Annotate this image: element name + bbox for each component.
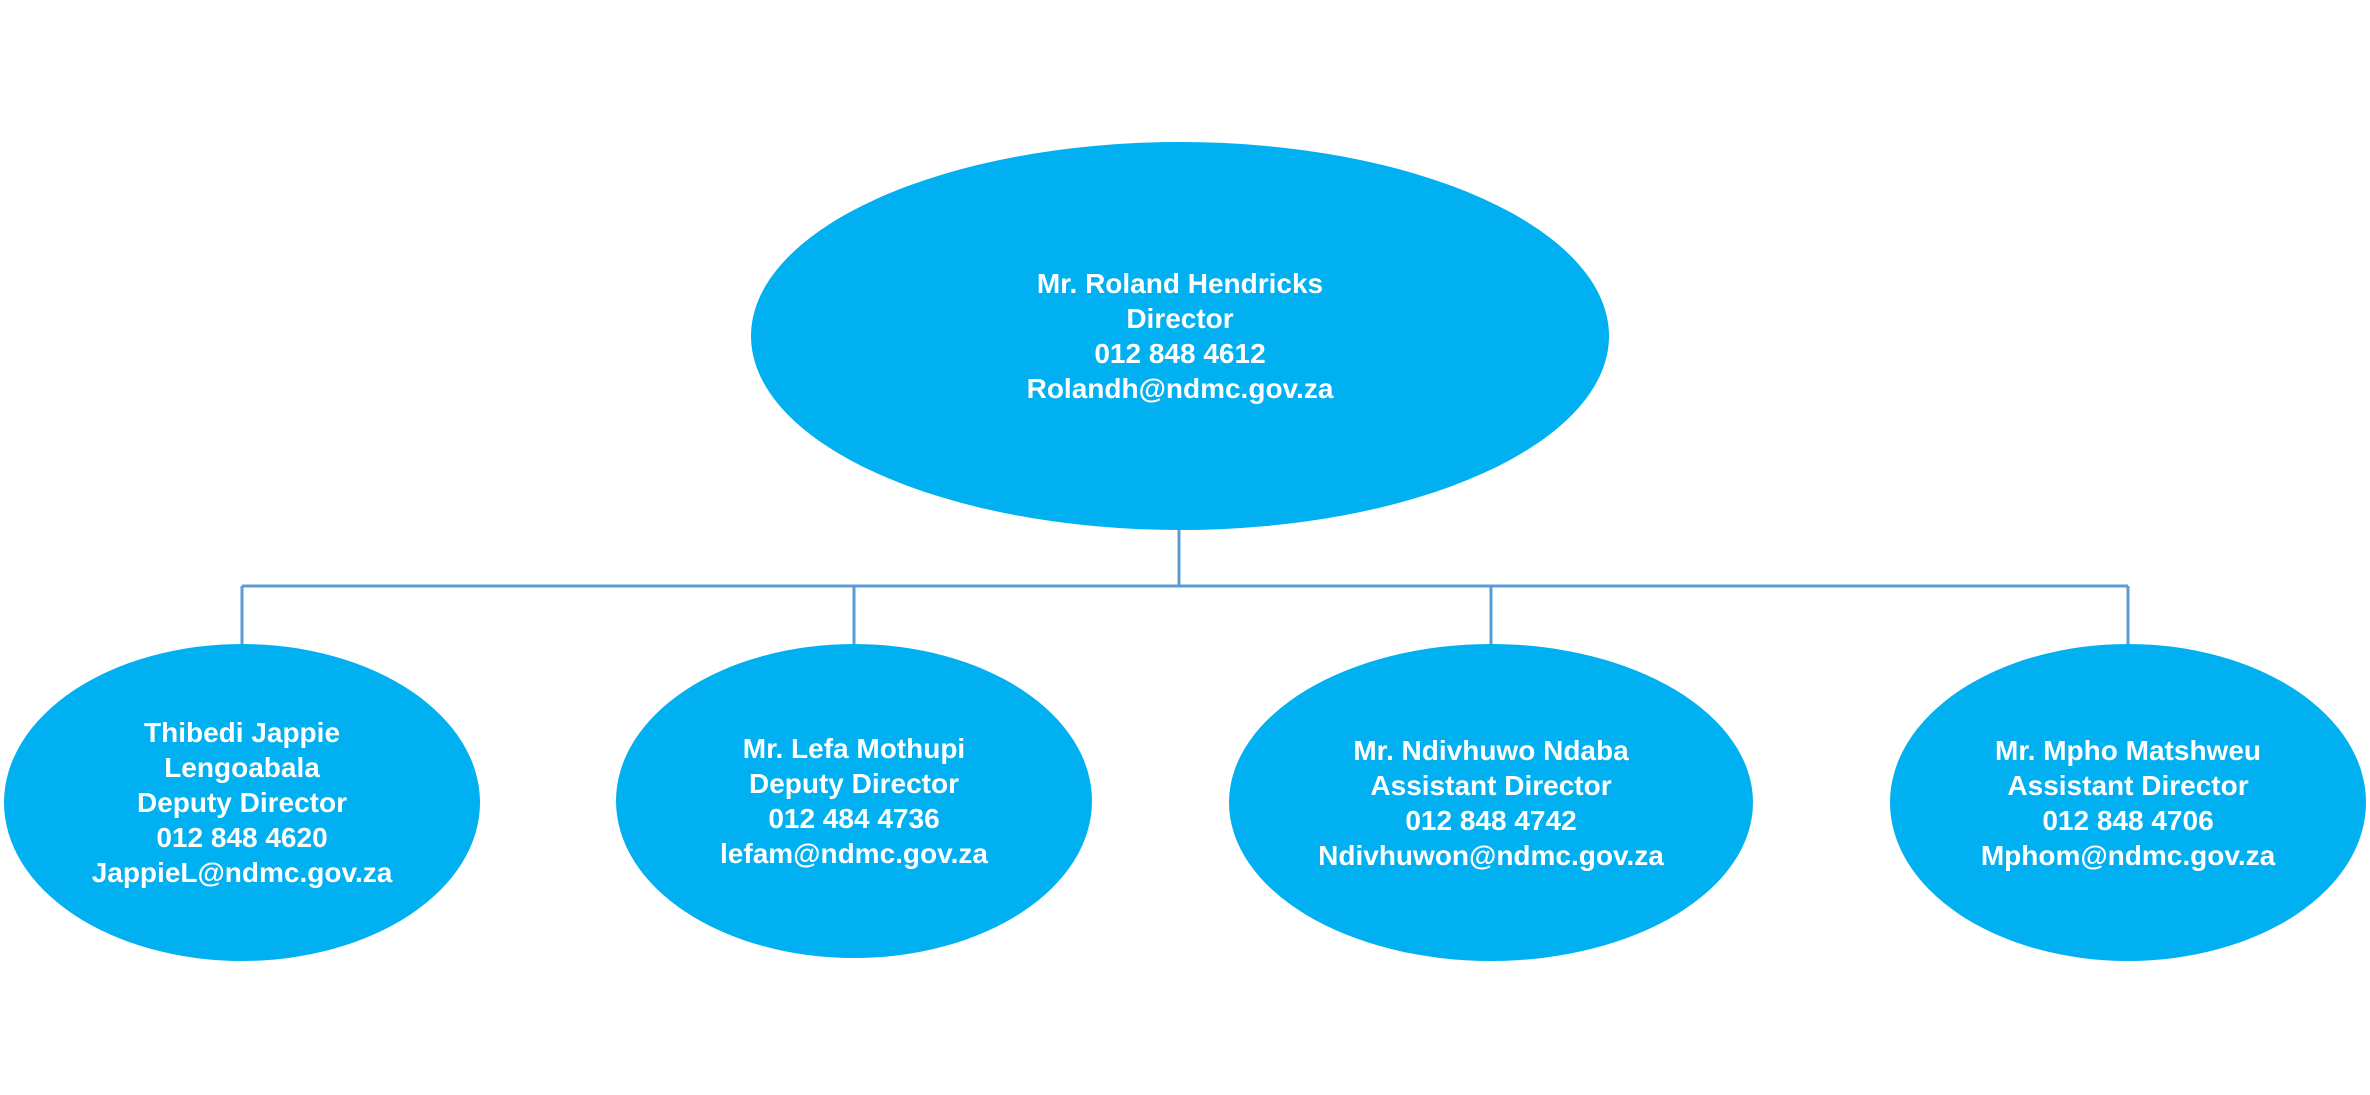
person-title: Deputy Director [136,787,348,818]
person-email: lefam@ndmc.gov.za [720,838,988,869]
person-email: Ndivhuwon@ndmc.gov.za [1318,839,1664,871]
assistant-director-node-matshweu: Mr. Mpho Matshweu Assistant Director 012… [1890,644,2366,961]
person-phone: 012 848 4620 [156,822,328,853]
person-name: Mr. Lefa Mothupi [742,733,966,764]
person-title: Deputy Director [748,768,960,799]
deputy-director-node-mothupi: Mr. Lefa Mothupi Deputy Director 012 484… [616,644,1092,958]
person-phone: 012 848 4706 [2042,804,2214,836]
person-phone: 012 848 4742 [1405,804,1577,836]
director-phone: 012 848 4612 [1094,338,1266,369]
person-title: Assistant Director [2007,769,2249,801]
director-title: Director [1126,303,1234,334]
deputy-director-node-jappie: Thibedi Jappie Lengoabala Deputy Directo… [4,644,480,961]
assistant-director-node-ndaba: Mr. Ndivhuwo Ndaba Assistant Director 01… [1229,644,1753,961]
person-name-continued: Lengoabala [164,752,320,783]
person-phone: 012 484 4736 [768,803,940,834]
director-email: Rolandh@ndmc.gov.za [1026,373,1334,404]
director-node: Mr. Roland Hendricks Director 012 848 46… [751,142,1609,530]
person-name: Thibedi Jappie [143,717,341,748]
person-name: Mr. Mpho Matshweu [1995,734,2261,766]
person-email: Mphom@ndmc.gov.za [1980,839,2276,871]
person-title: Assistant Director [1370,769,1612,801]
person-email: JappieL@ndmc.gov.za [91,857,393,888]
person-name: Mr. Ndivhuwo Ndaba [1353,734,1629,766]
director-name: Mr. Roland Hendricks [1036,268,1324,299]
